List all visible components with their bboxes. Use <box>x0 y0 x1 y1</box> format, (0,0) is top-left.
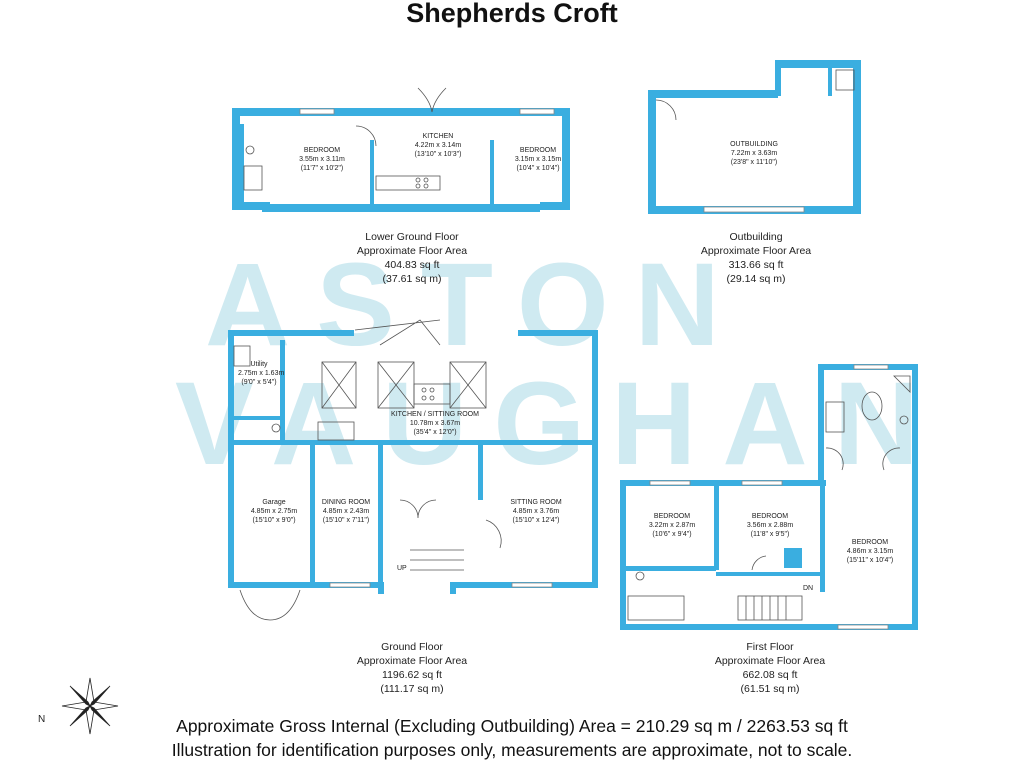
floor-area-sqm: (37.61 sq m) <box>382 273 442 285</box>
compass-rose-icon <box>61 677 119 735</box>
floor-area-sqft: 313.66 sq ft <box>728 259 784 271</box>
lower-ground-floor-area: Lower Ground Floor Approximate Floor Are… <box>312 230 512 286</box>
lower-ground-floor-walls <box>232 108 570 212</box>
floor-area-sqm: (111.17 sq m) <box>380 683 444 695</box>
floor-area-sqm: (29.14 sq m) <box>726 273 786 285</box>
floor-area-label: Approximate Floor Area <box>700 245 812 257</box>
floor-area-sqft: 1196.62 sq ft <box>382 669 442 681</box>
stairs-up-label: UP <box>397 565 407 572</box>
floor-area-sqft: 662.08 sq ft <box>742 669 798 681</box>
floor-area-sqm: (61.51 sq m) <box>740 683 800 695</box>
disclaimer-footer: Illustration for identification purposes… <box>171 740 853 760</box>
first-floor-area: First Floor Approximate Floor Area 662.0… <box>670 640 870 696</box>
floor-area-label: Approximate Floor Area <box>356 245 468 257</box>
watermark-line-2: VAUGHAN <box>175 358 945 490</box>
stairs-down-label: DN <box>803 585 814 592</box>
compass-north-label: N <box>38 714 46 725</box>
floor-area-label: Approximate Floor Area <box>714 655 826 667</box>
floor-area-sqft: 404.83 sq ft <box>384 259 440 271</box>
ground-floor-area: Ground Floor Approximate Floor Area 1196… <box>312 640 512 696</box>
first-floor-walls <box>620 364 918 630</box>
watermark-line-1: ASTON <box>205 239 746 371</box>
floor-name: Outbuilding <box>729 231 783 243</box>
floor-name: Lower Ground Floor <box>365 231 459 243</box>
gross-area-footer: Approximate Gross Internal (Excluding Ou… <box>176 716 848 736</box>
outbuilding-floor-area: Outbuilding Approximate Floor Area 313.6… <box>656 230 856 286</box>
page-title: Shepherds Croft <box>406 0 618 28</box>
floor-area-label: Approximate Floor Area <box>356 655 468 667</box>
floor-name: First Floor <box>746 641 794 653</box>
floor-name: Ground Floor <box>381 641 443 653</box>
outbuilding-walls <box>648 60 861 214</box>
